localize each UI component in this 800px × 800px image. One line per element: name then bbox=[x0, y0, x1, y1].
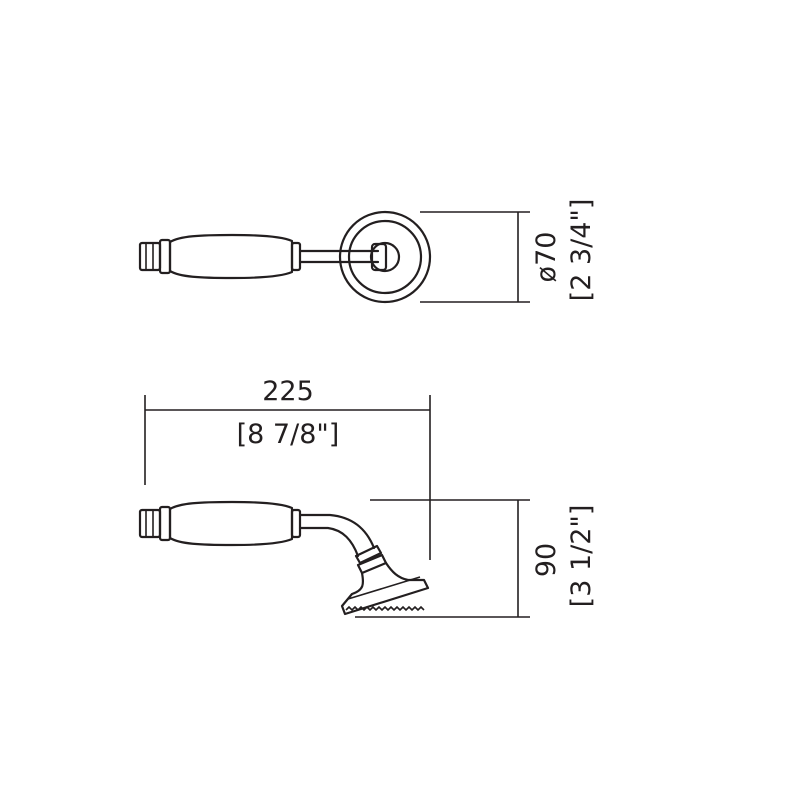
top-handle bbox=[168, 233, 294, 280]
diameter-mm-label: ø70 bbox=[531, 232, 562, 283]
side-connector bbox=[138, 505, 172, 542]
top-view: ø70 [2 3/4"] bbox=[138, 199, 597, 304]
height-dimension bbox=[355, 499, 530, 618]
diameter-dimension bbox=[420, 211, 530, 303]
side-collar bbox=[290, 508, 302, 539]
height-mm-label: 90 bbox=[531, 543, 562, 577]
height-inch-label: [3 1/2"] bbox=[566, 505, 597, 608]
length-inch-label: [8 7/8"] bbox=[237, 419, 340, 450]
top-shower-head bbox=[338, 210, 432, 304]
side-shower-head bbox=[340, 561, 430, 616]
side-arm bbox=[298, 513, 376, 550]
length-mm-label: 225 bbox=[262, 376, 314, 407]
top-collar bbox=[290, 241, 302, 272]
side-view: 225 [8 7/8"] 90 [3 1/2 bbox=[138, 376, 597, 618]
top-connector bbox=[138, 238, 172, 275]
side-handle bbox=[168, 500, 294, 547]
diameter-inch-label: [2 3/4"] bbox=[566, 199, 597, 302]
length-dimension bbox=[144, 395, 431, 560]
